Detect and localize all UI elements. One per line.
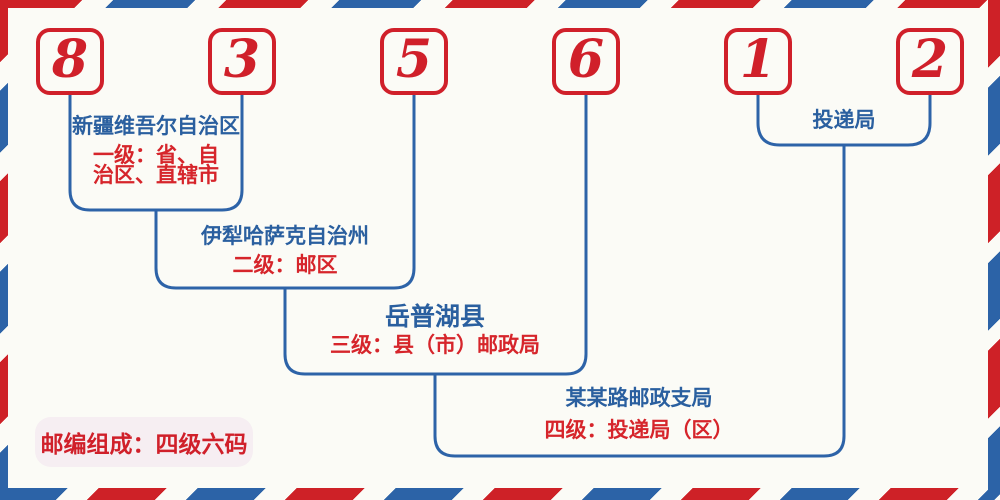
airmail-border-bottom (0, 488, 1000, 500)
level-3-description: 三级：县（市）邮政局 (330, 334, 540, 357)
level-4-region-name: 某某路邮政支局 (565, 387, 713, 410)
level-3-region-name: 岳普湖县 (384, 303, 485, 331)
digit-5: 1 (739, 28, 777, 90)
digit-6: 2 (911, 28, 949, 90)
digit-2: 3 (223, 28, 261, 90)
bracket-delivery-office (756, 95, 932, 147)
delivery-office-label: 投递局 (812, 109, 876, 132)
digit-3: 5 (395, 28, 433, 90)
digit-box-5: 1 (724, 28, 792, 95)
airmail-border-right (988, 0, 1000, 500)
digit-4: 6 (567, 28, 605, 90)
digit-box-2: 3 (208, 28, 276, 95)
digit-box-1: 8 (36, 28, 104, 95)
airmail-border-top (0, 0, 1000, 8)
delivery-office-group: 投递局 (744, 108, 944, 134)
level-1-group: 新疆维吾尔自治区 一级：省、自 治区、直辖市 (56, 114, 256, 186)
digit-box-6: 2 (896, 28, 964, 95)
airmail-border-left (0, 0, 8, 500)
level-4-description: 四级：投递局（区） (544, 419, 734, 442)
level-1-description: 一级：省、自 治区、直辖市 (93, 144, 219, 187)
level-1-region-name: 新疆维吾尔自治区 (72, 115, 240, 138)
level-2-group: 伊犁哈萨克自治州 二级：邮区 (185, 224, 385, 276)
bracket-level-4 (433, 145, 846, 458)
level-2-region-name: 伊犁哈萨克自治州 (201, 225, 369, 248)
level-2-description: 二级：邮区 (232, 254, 338, 277)
postal-composition-pill: 邮编组成：四级六码 (35, 417, 253, 467)
postal-composition-label: 邮编组成：四级六码 (40, 431, 248, 457)
digit-1: 8 (51, 28, 89, 90)
level-3-group: 岳普湖县 三级：县（市）邮政局 (285, 302, 585, 356)
level-4-group: 某某路邮政支局 四级：投递局（区） (489, 386, 789, 441)
digit-box-3: 5 (380, 28, 448, 95)
digit-box-4: 6 (552, 28, 620, 95)
